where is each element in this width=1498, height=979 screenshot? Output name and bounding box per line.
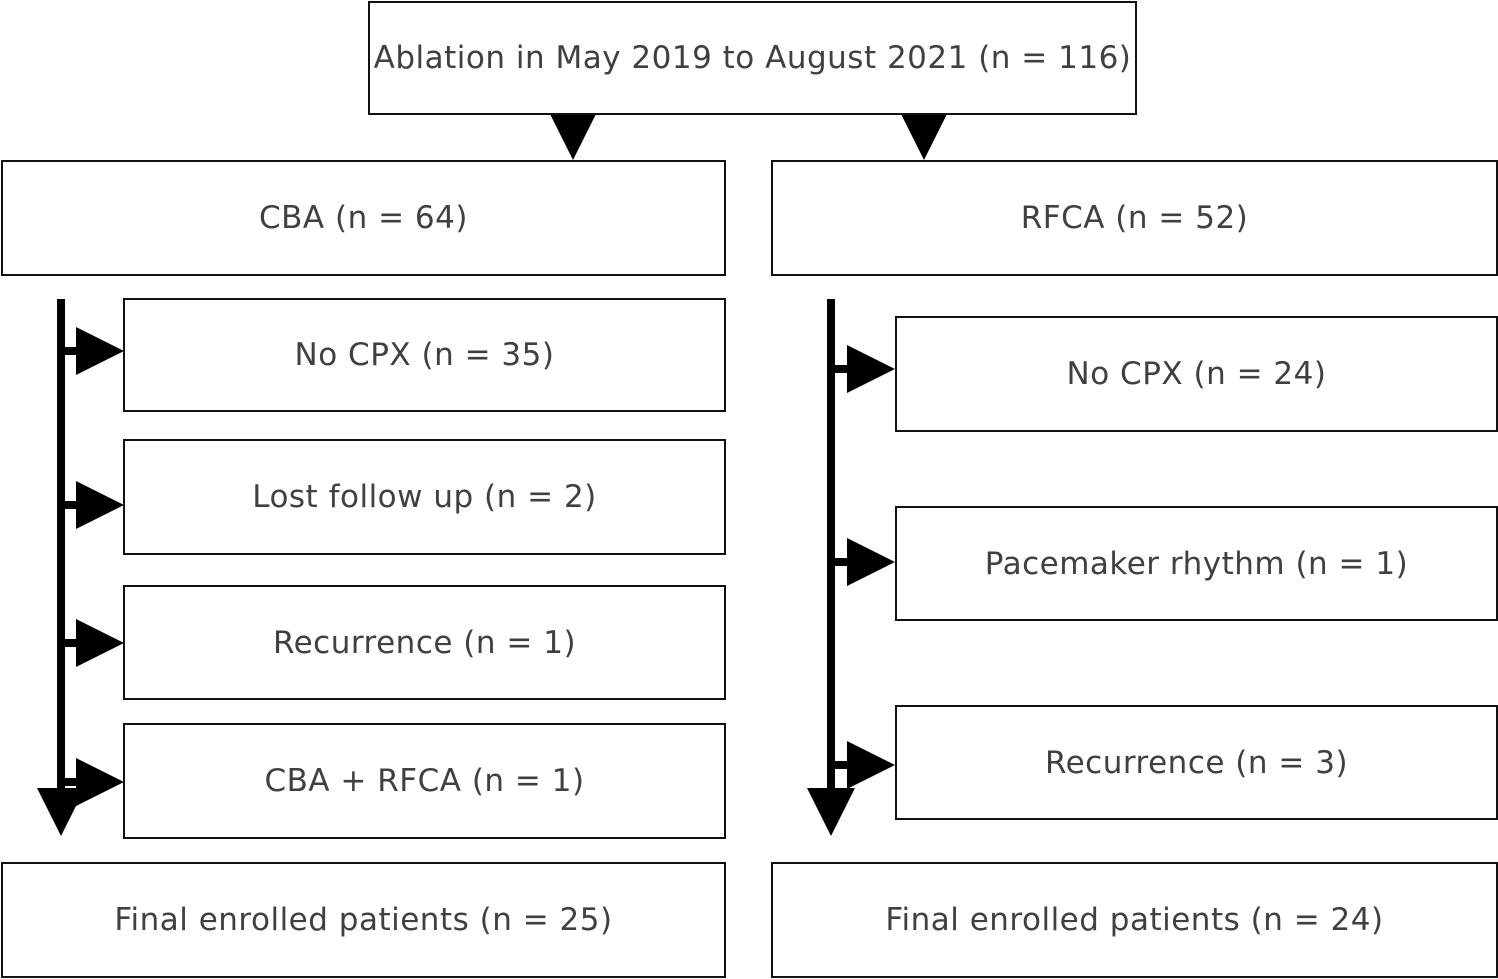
cba-group-box: CBA (n = 64) <box>1 160 726 276</box>
rfca-group-box: RFCA (n = 52) <box>771 160 1498 276</box>
left-exclusion-box: Lost follow up (n = 2) <box>123 439 726 555</box>
right-exclusion-box: Pacemaker rhythm (n = 1) <box>895 506 1498 621</box>
left-exclusion-label: CBA + RFCA (n = 1) <box>264 763 585 799</box>
left-exclusion-label: No CPX (n = 35) <box>294 337 555 373</box>
right-final-box: Final enrolled patients (n = 24) <box>771 862 1498 978</box>
left-exclusion-label: Lost follow up (n = 2) <box>252 479 597 515</box>
rfca-group-label: RFCA (n = 52) <box>1020 200 1249 236</box>
top-node-box: Ablation in May 2019 to August 2021 (n =… <box>368 1 1137 115</box>
left-final-box: Final enrolled patients (n = 25) <box>1 862 726 978</box>
right-exclusion-label: No CPX (n = 24) <box>1066 356 1327 392</box>
right-exclusion-label: Recurrence (n = 3) <box>1044 744 1349 781</box>
right-final-label: Final enrolled patients (n = 24) <box>885 902 1384 938</box>
left-exclusion-label: Recurrence (n = 1) <box>272 624 577 661</box>
right-exclusion-label: Pacemaker rhythm (n = 1) <box>984 545 1409 582</box>
right-exclusion-box: No CPX (n = 24) <box>895 316 1498 432</box>
left-exclusion-box: No CPX (n = 35) <box>123 298 726 412</box>
left-final-label: Final enrolled patients (n = 25) <box>114 902 613 938</box>
cba-group-label: CBA (n = 64) <box>259 200 468 236</box>
top-node-label: Ablation in May 2019 to August 2021 (n =… <box>373 40 1132 76</box>
right-exclusion-box: Recurrence (n = 3) <box>895 705 1498 820</box>
left-exclusion-box: CBA + RFCA (n = 1) <box>123 723 726 839</box>
left-exclusion-box: Recurrence (n = 1) <box>123 585 726 700</box>
